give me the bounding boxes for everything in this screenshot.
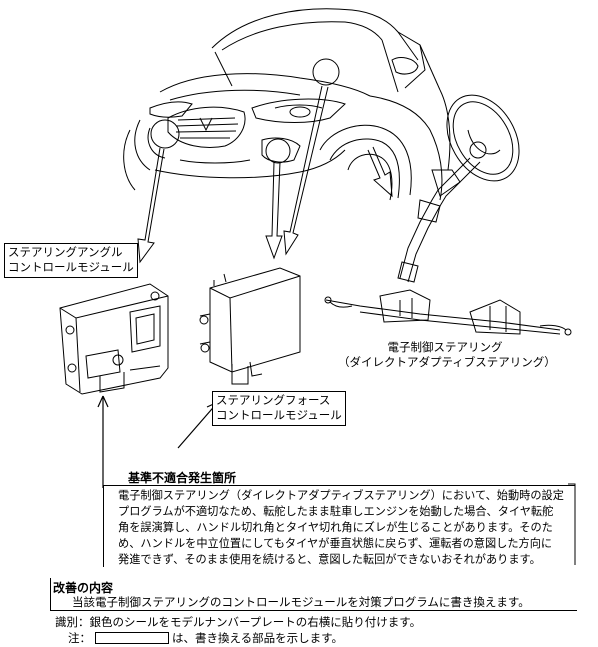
note-suffix: は、書き換える部品を示します。 bbox=[172, 631, 344, 645]
label-line: コントロールモジュール bbox=[216, 408, 342, 422]
pointer-arrows bbox=[97, 85, 393, 488]
note-row: 注： は、書き換える部品を示します。 bbox=[68, 630, 343, 646]
defect-line: 電子制御ステアリング（ダイレクトアダプティブステアリング）において、始動時の設定 bbox=[118, 489, 564, 502]
defect-line: め、ハンドルを中立位置にしてもタイヤが垂直状態に戻らず、運転者の意図した方向に bbox=[118, 537, 553, 550]
defect-line: 角を誤演算し、ハンドル切れ角とタイヤ切れ角にズレが生じることがあります。そのた bbox=[118, 521, 553, 534]
note-prefix: 注： bbox=[68, 631, 91, 645]
note-legend-swatch bbox=[95, 632, 169, 644]
steering-system-drawing bbox=[324, 94, 572, 336]
defect-line: 発進できず、そのまま使用を続けると、意図した転回ができないおそれがあります。 bbox=[118, 553, 541, 566]
car-drawing bbox=[123, 8, 451, 201]
label-line: （ダイレクトアダプティブステアリング） bbox=[338, 355, 556, 369]
steering-force-module-drawing bbox=[199, 267, 301, 385]
label-line: ステアリングフォース bbox=[216, 393, 331, 407]
steering-angle-module-drawing bbox=[59, 283, 169, 395]
steering-angle-module-label: ステアリングアングル コントロールモジュール bbox=[4, 243, 138, 278]
defect-description: 電子制御ステアリング（ダイレクトアダプティブステアリング）において、始動時の設定… bbox=[103, 485, 575, 567]
steering-system-label: 電子制御ステアリング （ダイレクトアダプティブステアリング） bbox=[338, 340, 556, 370]
label-line: ステアリングアングル bbox=[8, 245, 123, 259]
improvement-box bbox=[50, 578, 577, 611]
improvement-title: 改善の内容 bbox=[53, 581, 114, 595]
steering-force-module-label: ステアリングフォース コントロールモジュール bbox=[212, 391, 346, 426]
identification-text: 識別：銀色のシールをモデルナンバープレートの右横に貼り付けます。 bbox=[55, 615, 422, 629]
label-line: 電子制御ステアリング bbox=[387, 340, 503, 354]
label-line: コントロールモジュール bbox=[8, 260, 134, 274]
defect-title: 基準不適合発生箇所 bbox=[128, 471, 237, 485]
defect-line: プログラムが不適切なため、転舵したまま駐車しエンジンを始動した場合、タイヤ転舵 bbox=[118, 505, 554, 518]
improvement-text: 当該電子制御ステアリングのコントロールモジュールを対策プログラムに書き換えます。 bbox=[72, 595, 530, 609]
